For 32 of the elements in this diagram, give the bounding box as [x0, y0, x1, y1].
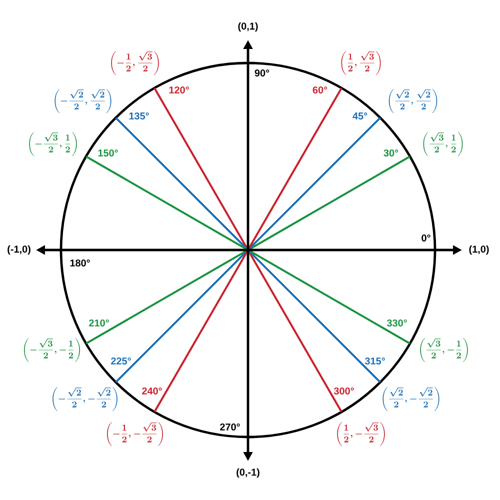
angle-label: 300° — [334, 387, 354, 395]
angle-label: 30° — [384, 149, 398, 157]
angle-label: 0° — [422, 234, 430, 242]
coordinate-label: $\left(\frac{\sqrt{3}}{2},\frac{1}{2}\right)$ — [423, 132, 463, 156]
angle-label: 315° — [364, 357, 385, 365]
coordinate-label: $\left(\frac{\sqrt{2}}{2},-\frac{\sqrt{2}}{2}\right)$ — [382, 387, 440, 411]
angle-label: 225° — [111, 357, 131, 365]
angle-label: 270° — [220, 423, 240, 431]
angle-label: 210° — [89, 319, 109, 327]
angle-label: 330° — [386, 319, 407, 327]
coordinate-label: $\left(-\frac{1}{2},\frac{\sqrt{3}}{2}\right)$ — [111, 51, 159, 75]
angle-label: 90° — [254, 69, 270, 77]
angle-label: 180° — [70, 259, 90, 267]
coordinate-label: $\left(-\frac{\sqrt{2}}{2},-\frac{\sqrt{2}}{2}\right)$ — [52, 387, 118, 411]
coordinate-label: $\left(-\frac{1}{2},-\frac{\sqrt{3}}{2}\right)$ — [107, 422, 163, 446]
angle-label: 60° — [312, 86, 328, 94]
coordinate-label: $\left(\frac{\sqrt{2}}{2},\frac{\sqrt{2}}{2}\right)$ — [388, 89, 438, 113]
angle-label: 120° — [169, 86, 189, 94]
coordinate-label: $\left(\frac{1}{2},-\frac{\sqrt{3}}{2}\right)$ — [337, 422, 385, 446]
axis-point-label: (0,-1) — [236, 468, 260, 478]
coordinate-label: $\left(-\frac{\sqrt{3}}{2},\frac{1}{2}\right)$ — [29, 132, 77, 156]
coordinate-label: $\left(-\frac{\sqrt{2}}{2},\frac{\sqrt{2}}{2}\right)$ — [54, 89, 112, 113]
angle-label: 240° — [142, 387, 162, 395]
axis-point-label: (1,0) — [469, 245, 489, 255]
angle-label: 135° — [129, 112, 149, 120]
axis-point-label: (-1,0) — [8, 245, 30, 255]
coordinate-label: $\left(\frac{\sqrt{3}}{2},-\frac{1}{2}\right)$ — [420, 338, 468, 362]
coordinate-label: $\left(\frac{1}{2},\frac{\sqrt{3}}{2}\right)$ — [341, 51, 381, 75]
axis-point-label: (0,1) — [238, 22, 258, 32]
coordinate-label: $\left(-\frac{\sqrt{3}}{2},-\frac{1}{2}\right)$ — [24, 338, 80, 362]
angle-label: 45° — [352, 112, 368, 120]
angle-label: 150° — [98, 149, 118, 157]
